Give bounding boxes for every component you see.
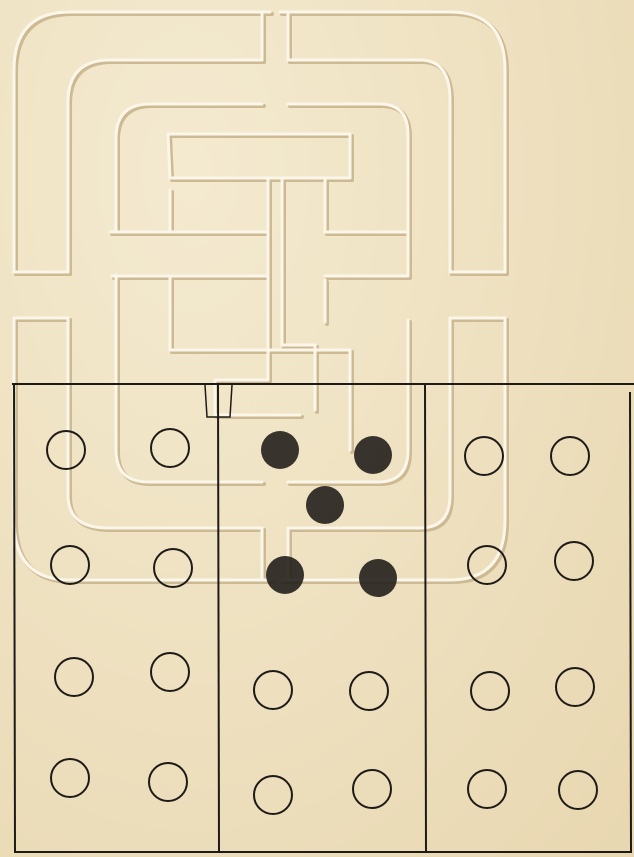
white-dot <box>551 437 589 475</box>
white-dot <box>149 763 187 801</box>
seal-stroke-shadow <box>217 347 302 417</box>
white-dot <box>51 759 89 797</box>
white-dot <box>350 672 388 710</box>
white-dot <box>468 546 506 584</box>
white-dot <box>51 546 89 584</box>
white-dot <box>468 770 506 808</box>
seal-stroke-shadow <box>290 62 452 274</box>
white-dot <box>254 776 292 814</box>
seal-stroke-shadow <box>70 62 264 274</box>
seal-stroke <box>168 134 350 178</box>
seal-stroke-shadow <box>170 136 352 180</box>
white-dot <box>151 429 189 467</box>
white-dot <box>47 431 85 469</box>
seal-stroke <box>215 345 300 415</box>
white-dot <box>353 770 391 808</box>
seal-stroke-shadow <box>284 347 317 412</box>
black-dot <box>261 431 299 469</box>
seal-stroke <box>68 60 262 272</box>
panel-divider-2 <box>425 384 426 852</box>
white-dot <box>55 658 93 696</box>
seal-stroke <box>282 345 315 410</box>
black-dot <box>354 436 392 474</box>
maze-seal-icon <box>14 12 507 582</box>
seal-stroke <box>325 180 408 232</box>
seal-stroke-shadow <box>172 324 352 452</box>
frame-left-border <box>14 384 15 852</box>
white-dot <box>465 437 503 475</box>
black-dot <box>359 559 397 597</box>
seal-stroke <box>288 104 408 275</box>
white-dot <box>559 771 597 809</box>
black-dot <box>266 556 304 594</box>
seal-stroke <box>14 318 270 580</box>
seal-stroke <box>170 322 350 450</box>
seal-stroke-shadow <box>118 106 264 232</box>
grid-frame <box>12 384 634 852</box>
seal-stroke-shadow <box>327 182 410 234</box>
seal-stroke <box>116 104 262 230</box>
white-dot <box>254 671 292 709</box>
seal-stroke <box>288 60 450 272</box>
white-dot <box>471 672 509 710</box>
white-dot <box>556 668 594 706</box>
dot-grid <box>47 429 597 814</box>
seal-stroke-shadow <box>290 106 410 277</box>
seal-stroke-shadow <box>16 320 272 582</box>
white-dot <box>555 542 593 580</box>
panel-divider-1 <box>218 384 219 852</box>
black-dot <box>306 486 344 524</box>
frame-right-border <box>630 392 631 852</box>
white-dot <box>151 653 189 691</box>
